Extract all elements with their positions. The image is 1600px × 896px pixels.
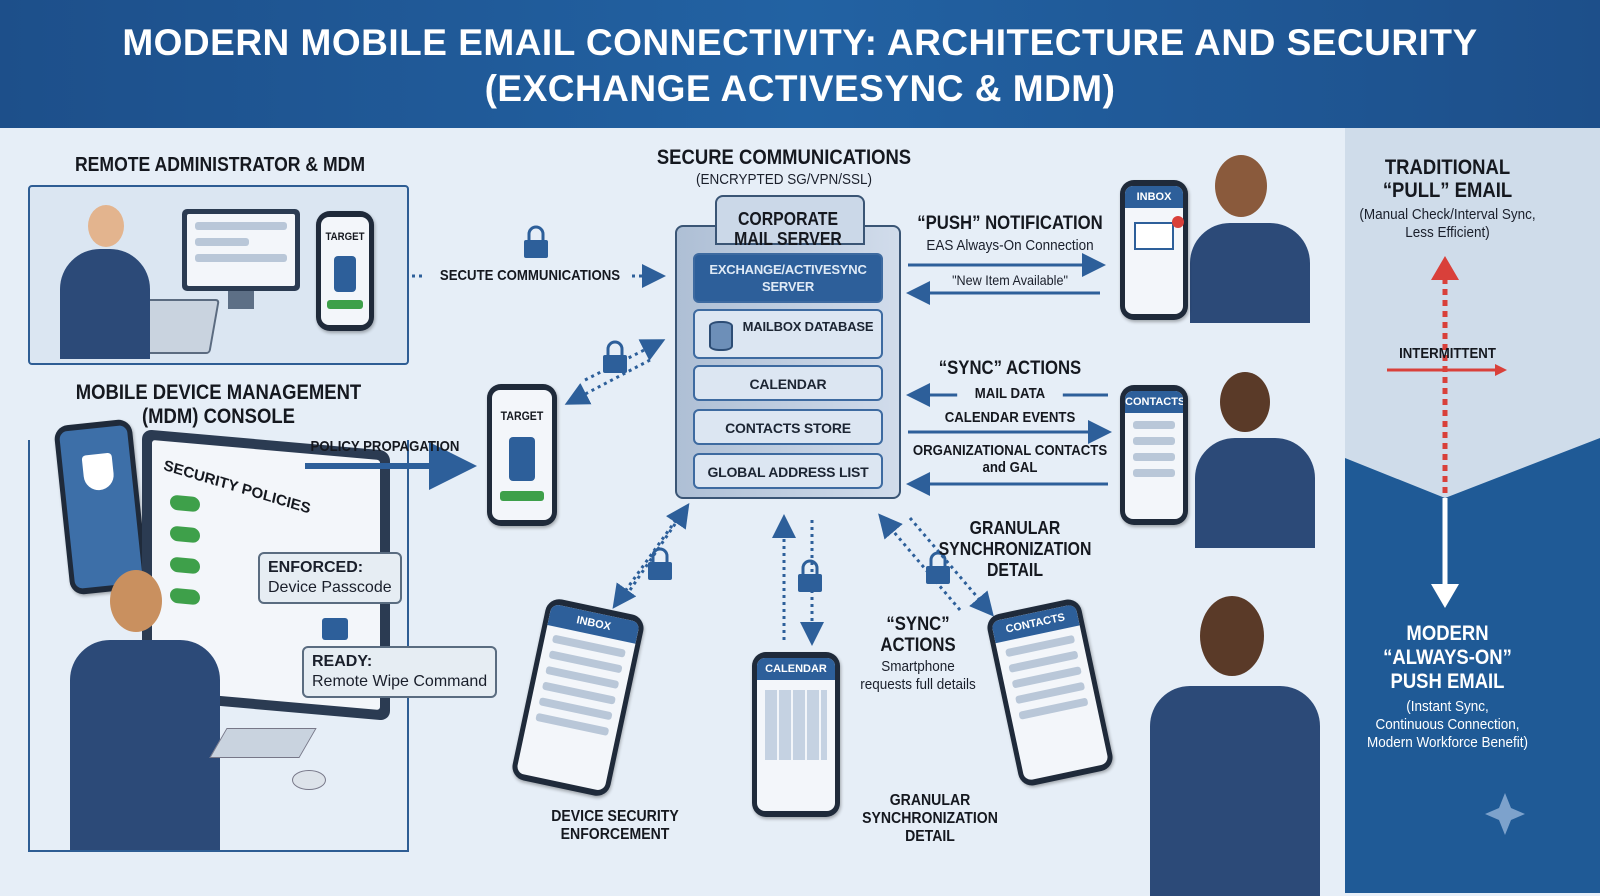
server-item-mailbox-database: MAILBOX DATABASE [693,309,883,359]
server-item-exchange: EXCHANGE/ACTIVESYNC SERVER [693,253,883,303]
push-title-2: “ALWAYS-ON” [1383,646,1512,669]
server-item-contacts-store: CONTACTS STORE [693,409,883,445]
intermittent-arrow-head [1495,364,1507,376]
bottom-sync-title-1: “SYNC” [886,614,950,635]
sync-actions-title: “SYNC” ACTIONS [938,358,1082,379]
page-header: MODERN MOBILE EMAIL CONNECTIVITY: ARCHIT… [0,0,1600,128]
envelope-icon [1134,222,1174,250]
bottom-calendar-phone: CALENDAR [752,652,840,817]
org-contacts-label-1: ORGANIZATIONAL CONTACTS [912,442,1108,459]
policy-propagation-label: POLICY PROPAGATION [310,438,460,455]
enforced-body: Device Passcode [268,579,392,596]
lock-icon [524,225,548,258]
calendar-grid-icon [765,690,827,760]
ready-callout[interactable]: READY: Remote Wipe Command [302,646,498,698]
device-security-1: DEVICE SECURITY [551,808,679,825]
granular-right-2: SYNCHRONIZATION [938,539,1092,559]
middle-target-label: TARGET [500,409,544,423]
title-line-2: (EXCHANGE ACTIVESYNC & MDM) [484,68,1116,109]
notification-badge [1172,216,1184,228]
push-inbox-label: INBOX [1125,186,1183,208]
admin-panel: TARGET [28,185,409,365]
connection-arrows [305,225,1112,646]
sync-contacts-label: CONTACTS [1125,391,1183,413]
push-sub-1: (Instant Sync, [1406,698,1489,715]
mouse [292,770,326,790]
lock-icon [322,618,348,640]
bottom-sync-title-2: ACTIONS [880,635,956,656]
mdm-title-1: MOBILE DEVICE MANAGEMENT [75,381,362,404]
admin-desk-monitor [182,209,300,291]
secure-comms-sub: (ENCRYPTED SG/VPN/SSL) [695,171,873,188]
intermittent-label: INTERMITTENT [1399,345,1496,362]
monitor-stand [228,291,254,309]
pull-sub-1: (Manual Check/Interval Sync, [1359,206,1536,223]
granular-bottom-3: DETAIL [905,828,955,845]
device-security-2: ENFORCEMENT [560,826,670,843]
mdm-panel: SECURITY POLICIES ENFORCED: Device Passc… [28,418,498,852]
granular-right-1: GRANULAR [969,518,1061,538]
push-notification-title: “PUSH” NOTIFICATION [917,213,1103,234]
pull-title-1: TRADITIONAL [1384,156,1511,179]
push-sub-3: Modern Workforce Benefit) [1366,734,1529,751]
bottom-sync-sub-1: Smartphone [881,658,955,675]
pull-vs-push-sidebar: TRADITIONAL “PULL” EMAIL (Manual Check/I… [1345,128,1600,893]
sync-contacts-phone: CONTACTS [1120,385,1188,525]
push-panel-background [1345,438,1600,893]
server-title-1: CORPORATE [737,209,839,229]
pull-title-2: “PULL” EMAIL [1382,179,1513,202]
push-notification-sub: EAS Always-On Connection [926,237,1094,254]
granular-right-3: DETAIL [986,560,1044,580]
pull-sub-2: Less Efficient) [1405,224,1490,241]
server-item-mailbox-database-label: MAILBOX DATABASE [742,319,874,334]
bottom-calendar-label: CALENDAR [757,658,835,680]
push-inbox-phone: INBOX [1120,180,1188,320]
middle-target-phone: TARGET [487,384,557,526]
ready-heading: READY: [312,653,373,670]
inbox-bottom-arrow-down [612,519,678,609]
push-arrow-head [1431,584,1459,608]
database-icon [709,321,733,351]
bottom-sync-sub-2: requests full details [860,676,976,693]
push-title-1: MODERN [1406,622,1489,645]
pull-arrow-head [1431,256,1459,280]
granular-bottom-2: SYNCHRONIZATION [862,810,998,827]
contacts-bottom-arrow-up [878,513,962,611]
enforced-heading: ENFORCED: [268,559,364,576]
target-server-arrow-down [564,358,651,405]
granular-bottom-1: GRANULAR [889,792,971,809]
secute-comms-label: SECUTE COMMUNICATIONS [439,267,621,284]
org-contacts-label-2: and GAL [982,459,1038,476]
corporate-mail-server: CORPORATE MAIL SERVER EXCHANGE/ACTIVESYN… [675,195,901,499]
admin-title: REMOTE ADMINISTRATOR & MDM [74,154,366,176]
server-title-2: MAIL SERVER [734,229,842,249]
lock-icon [648,547,672,580]
calendar-events-label: CALENDAR EVENTS [944,409,1076,426]
mdm-title-2: (MDM) CONSOLE [142,405,295,428]
lock-icon [603,340,627,373]
lock-icon [798,559,822,592]
secure-comms-title: SECURE COMMUNICATIONS [656,146,912,169]
sparkle-icon [1485,793,1525,835]
push-notification-message: "New Item Available" [952,272,1068,288]
push-sub-2: Continuous Connection, [1375,716,1520,733]
admin-target-phone: TARGET [316,211,374,331]
ready-body: Remote Wipe Command [312,673,488,690]
title-line-1: MODERN MOBILE EMAIL CONNECTIVITY: ARCHIT… [122,22,1478,63]
admin-target-label: TARGET [325,231,365,243]
push-title-3: PUSH EMAIL [1390,670,1505,693]
server-item-calendar: CALENDAR [693,365,883,401]
server-item-global-address-list: GLOBAL ADDRESS LIST [693,453,883,489]
mail-data-label: MAIL DATA [957,384,1063,404]
sidebar-graphics [1345,256,1600,893]
enforced-callout: ENFORCED: Device Passcode [258,552,402,604]
lock-icon [926,551,950,584]
